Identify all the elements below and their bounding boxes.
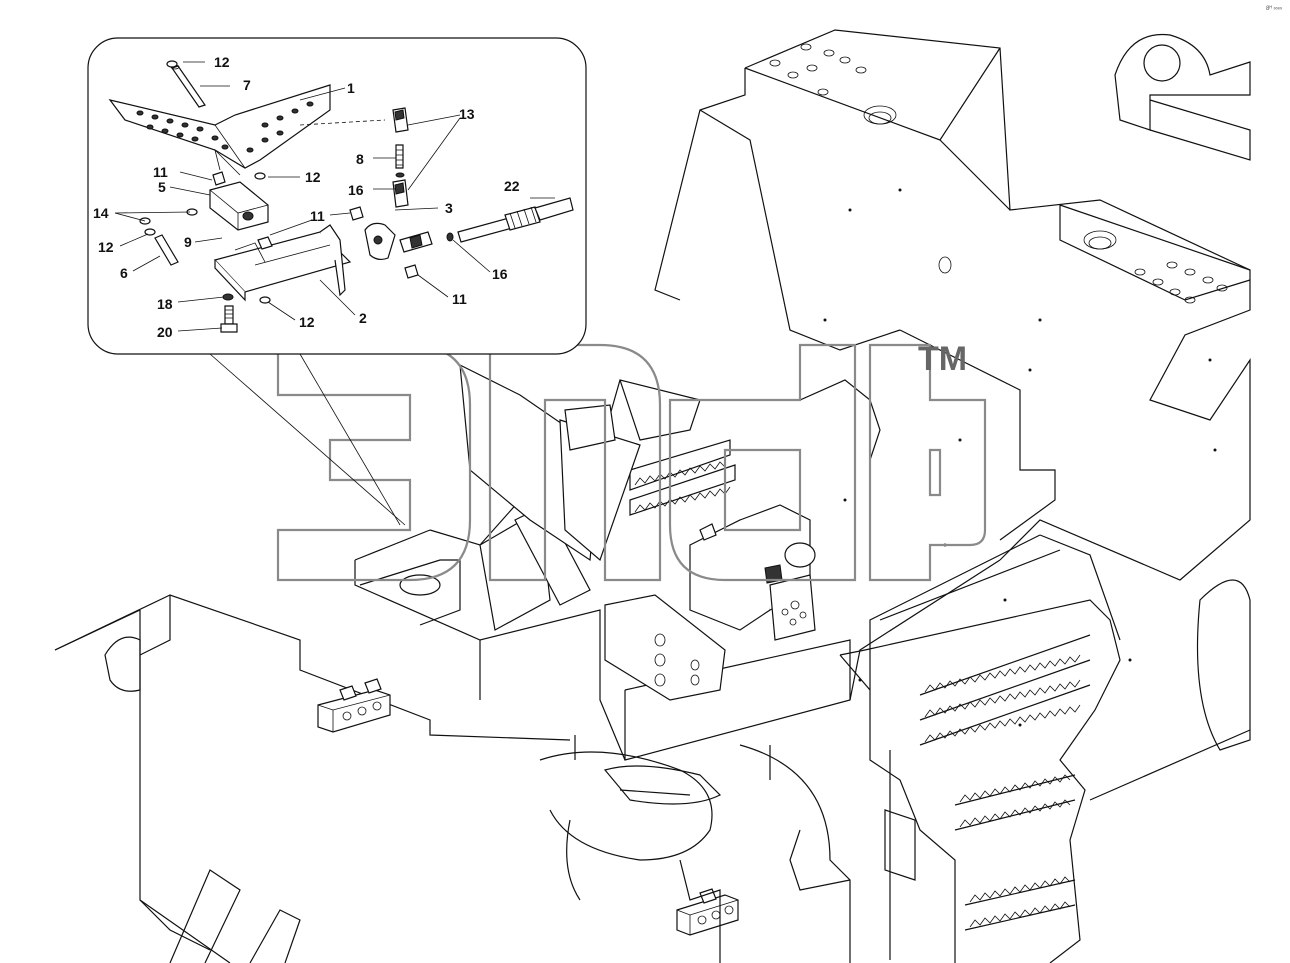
- part-11-nut-b: [404, 264, 419, 279]
- callout-labels: 12 7 1 13 8 11 12 5 16 22 14 3 11 9 12 1…: [93, 54, 520, 340]
- part-5-block: [209, 171, 269, 231]
- callout-6: 6: [120, 265, 128, 281]
- motor-block: [689, 504, 816, 641]
- callout-3: 3: [445, 200, 453, 216]
- part-1-plate: [108, 84, 386, 176]
- callout-12: 12: [98, 239, 114, 255]
- callout-16: 16: [492, 266, 508, 282]
- frame-dots: [823, 188, 1217, 727]
- part-8-spring: [395, 144, 404, 169]
- callout-14: 14: [93, 205, 109, 221]
- part-12-washer-left: [144, 228, 156, 236]
- stairs: [839, 534, 1121, 963]
- part-22-shaft: [457, 197, 574, 243]
- part-6-sleeve: [154, 234, 179, 266]
- callout-20: 20: [157, 324, 173, 340]
- callout-11: 11: [452, 291, 467, 307]
- part-13-fitting-upper: [392, 107, 409, 133]
- leader-lines: [114, 61, 555, 332]
- callout-8: 8: [356, 151, 364, 167]
- callout-16: 16: [348, 182, 364, 198]
- callout-9: 9: [184, 234, 192, 250]
- callout-7: 7: [243, 77, 251, 93]
- part-16-oring-upper: [395, 172, 405, 178]
- corner-note: 8ᴴ ∞∞: [1266, 5, 1282, 12]
- top-plate-holes: [769, 43, 1228, 304]
- callout-11: 11: [153, 164, 168, 180]
- inset-frame: [87, 37, 587, 355]
- part-3-lever: [364, 222, 433, 261]
- callout-1: 1: [347, 80, 355, 96]
- part-12-washer-mid: [254, 172, 266, 180]
- clamp-block-bottom: [676, 888, 739, 936]
- callout-2: 2: [359, 310, 367, 326]
- part-20-bolt: [220, 305, 238, 333]
- trademark-text: TM: [918, 340, 967, 378]
- watermark-logo: TM: [276, 340, 987, 582]
- part-12-washer-top: [166, 60, 178, 68]
- part-12-washer-bottom: [259, 296, 271, 304]
- callout-12: 12: [299, 314, 315, 330]
- callout-11: 11: [310, 208, 325, 224]
- part-16-oring-lower: [446, 232, 454, 242]
- detail-inset: 12 7 1 13 8 11 12 5 16 22 14 3 11 9 12 1…: [87, 37, 587, 526]
- callout-12: 12: [305, 169, 321, 185]
- clamp-block-left: [317, 678, 391, 733]
- callout-5: 5: [158, 179, 166, 195]
- part-18-washer: [222, 293, 234, 301]
- part-11-nut-a: [349, 206, 364, 221]
- part-2-bracket: [213, 224, 352, 302]
- machine-frame: [54, 29, 1251, 963]
- callout-22: 22: [504, 178, 520, 194]
- callout-12: 12: [214, 54, 230, 70]
- part-13-fitting-lower: [392, 179, 409, 208]
- callout-18: 18: [157, 296, 173, 312]
- callout-13: 13: [459, 106, 475, 122]
